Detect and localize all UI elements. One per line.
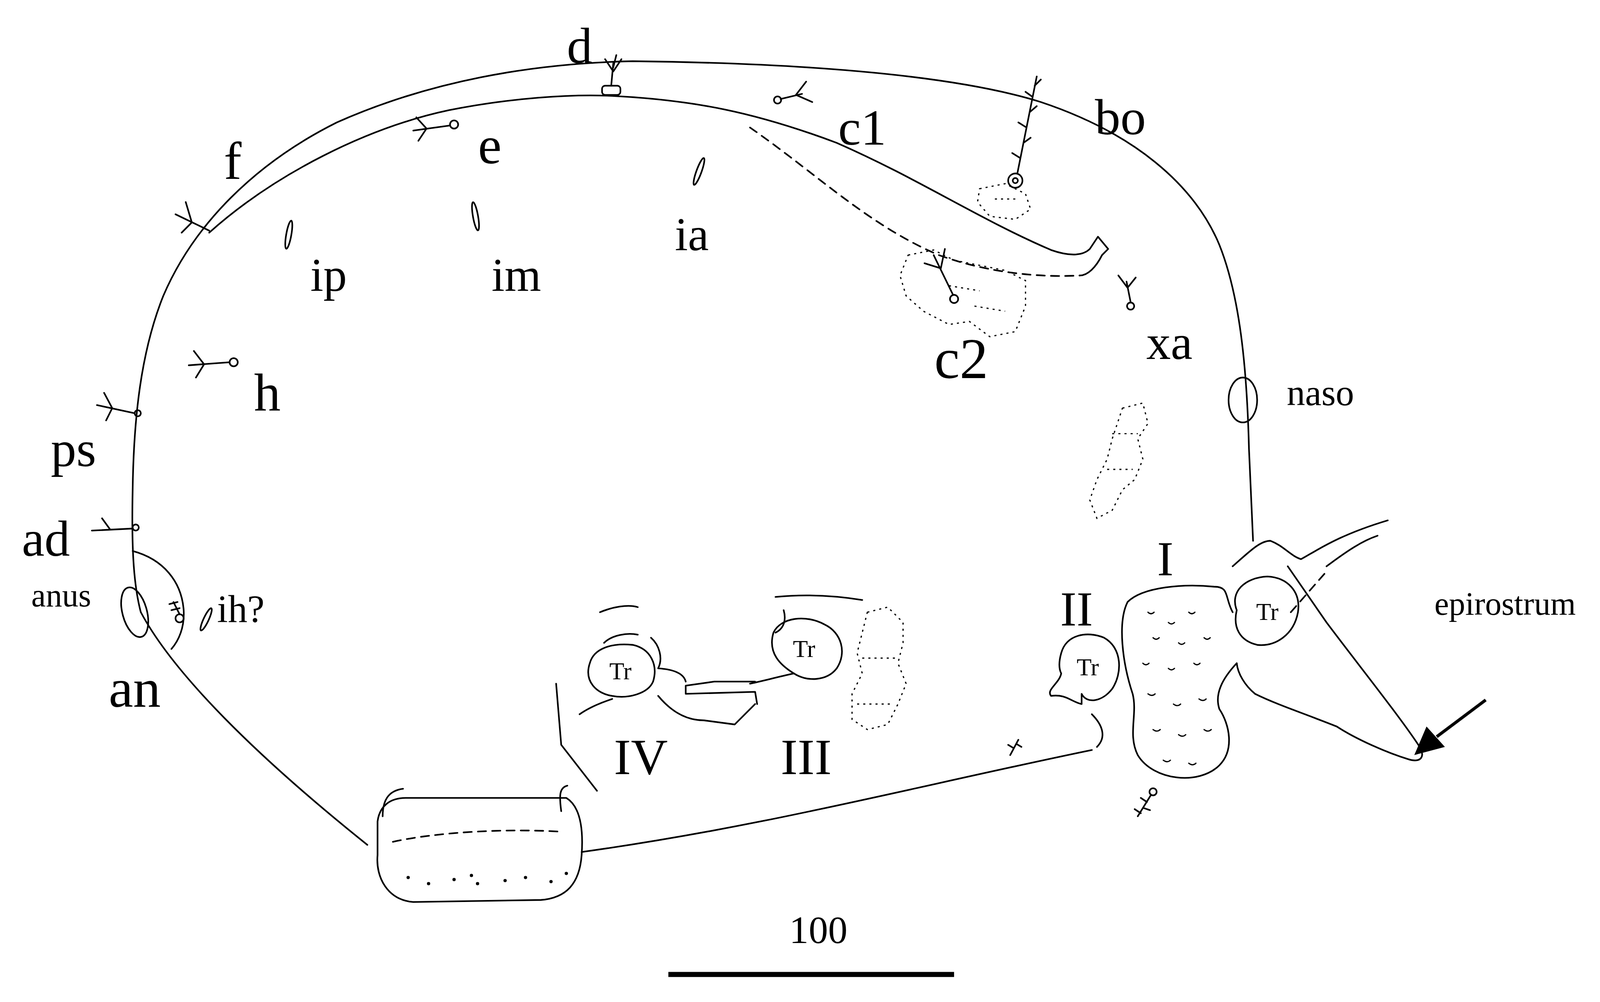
seta-label: c1 [838,102,887,154]
trochanter-label: Tr [1076,655,1100,680]
trochanter-label: Tr [793,636,816,662]
seta-label: h [254,366,281,420]
naso-shape [1228,377,1258,423]
leg-number: I [1157,534,1174,584]
body-outline [132,61,1253,846]
seta-label: ad [21,513,71,565]
anus-shape [116,584,154,641]
leg-number: IV [614,731,668,783]
trochanter [1049,634,1120,705]
trochanter [588,644,655,697]
leg-number: III [780,731,832,783]
trochanter-label: Tr [609,659,632,684]
seta-label: f [223,134,242,188]
structure-label: epirostrum [1434,587,1576,621]
scale-value: 100 [789,911,848,951]
seta-label: an [108,661,161,717]
seta-label: bo [1095,91,1147,143]
seta-label: d [566,20,593,72]
ventral-plate [377,798,583,903]
epirostrum-shape [1232,520,1422,761]
coxa [1121,585,1237,778]
lyrifissure-label: ip [310,251,348,299]
seta-label: c2 [934,330,988,388]
trochanter-label: Tr [1256,600,1279,625]
seta-label: xa [1146,318,1193,368]
structure-label: anus [31,579,92,613]
notogaster-line [209,95,1109,276]
lyrifissure-label: ih? [217,589,265,629]
lyrifissure-label: ia [675,211,709,259]
seta-label: ps [50,423,97,475]
trochanter [1234,576,1299,646]
leg-number: II [1060,584,1093,634]
anal-curve [132,551,184,650]
lyrifissure-label: im [491,251,541,299]
structure-label: naso [1286,374,1355,412]
seta-label: e [478,119,502,173]
scale-bar [668,971,955,978]
